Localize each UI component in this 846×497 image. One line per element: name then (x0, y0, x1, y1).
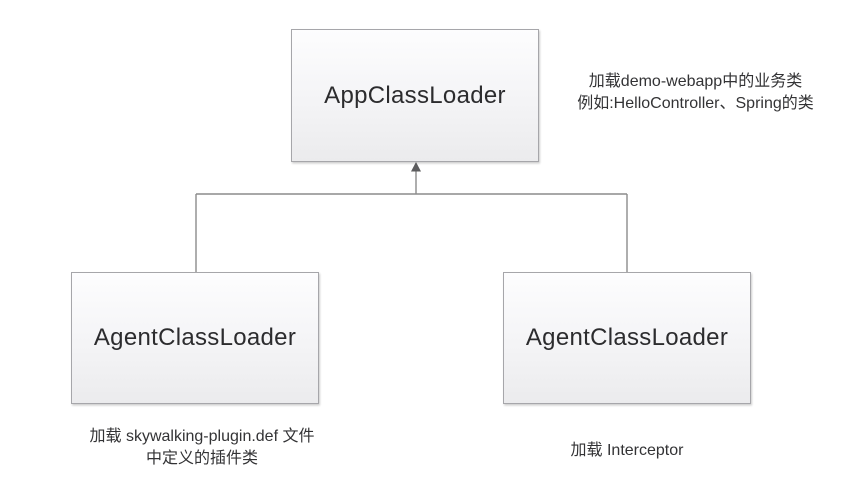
annotation-app-line1: 加载demo-webapp中的业务类 (588, 73, 803, 90)
annotation-agent-left-line2: 中定义的插件类 (145, 450, 258, 467)
annotation-agent-right-line1: 加载 Interceptor (570, 442, 684, 459)
node-agent-class-loader-right-label: AgentClassLoader (525, 324, 729, 351)
node-app-class-loader-label: AppClassLoader (324, 81, 506, 109)
node-agent-class-loader-right: AgentClassLoader (503, 272, 751, 404)
annotation-app-class-loader: 加载demo-webapp中的业务类 例如:HelloController、Sp… (545, 71, 846, 115)
node-agent-class-loader-left: AgentClassLoader (71, 272, 319, 404)
node-agent-class-loader-left-label: AgentClassLoader (93, 324, 297, 351)
arrowhead-up-icon (411, 162, 421, 172)
annotation-agent-left: 加载 skywalking-plugin.def 文件 中定义的插件类 (32, 426, 372, 470)
annotation-agent-left-line1: 加载 skywalking-plugin.def 文件 (89, 428, 315, 445)
annotation-app-line2: 例如:HelloController、Spring的类 (577, 95, 814, 112)
annotation-agent-right: 加载 Interceptor (527, 440, 727, 462)
node-app-class-loader: AppClassLoader (291, 29, 539, 162)
